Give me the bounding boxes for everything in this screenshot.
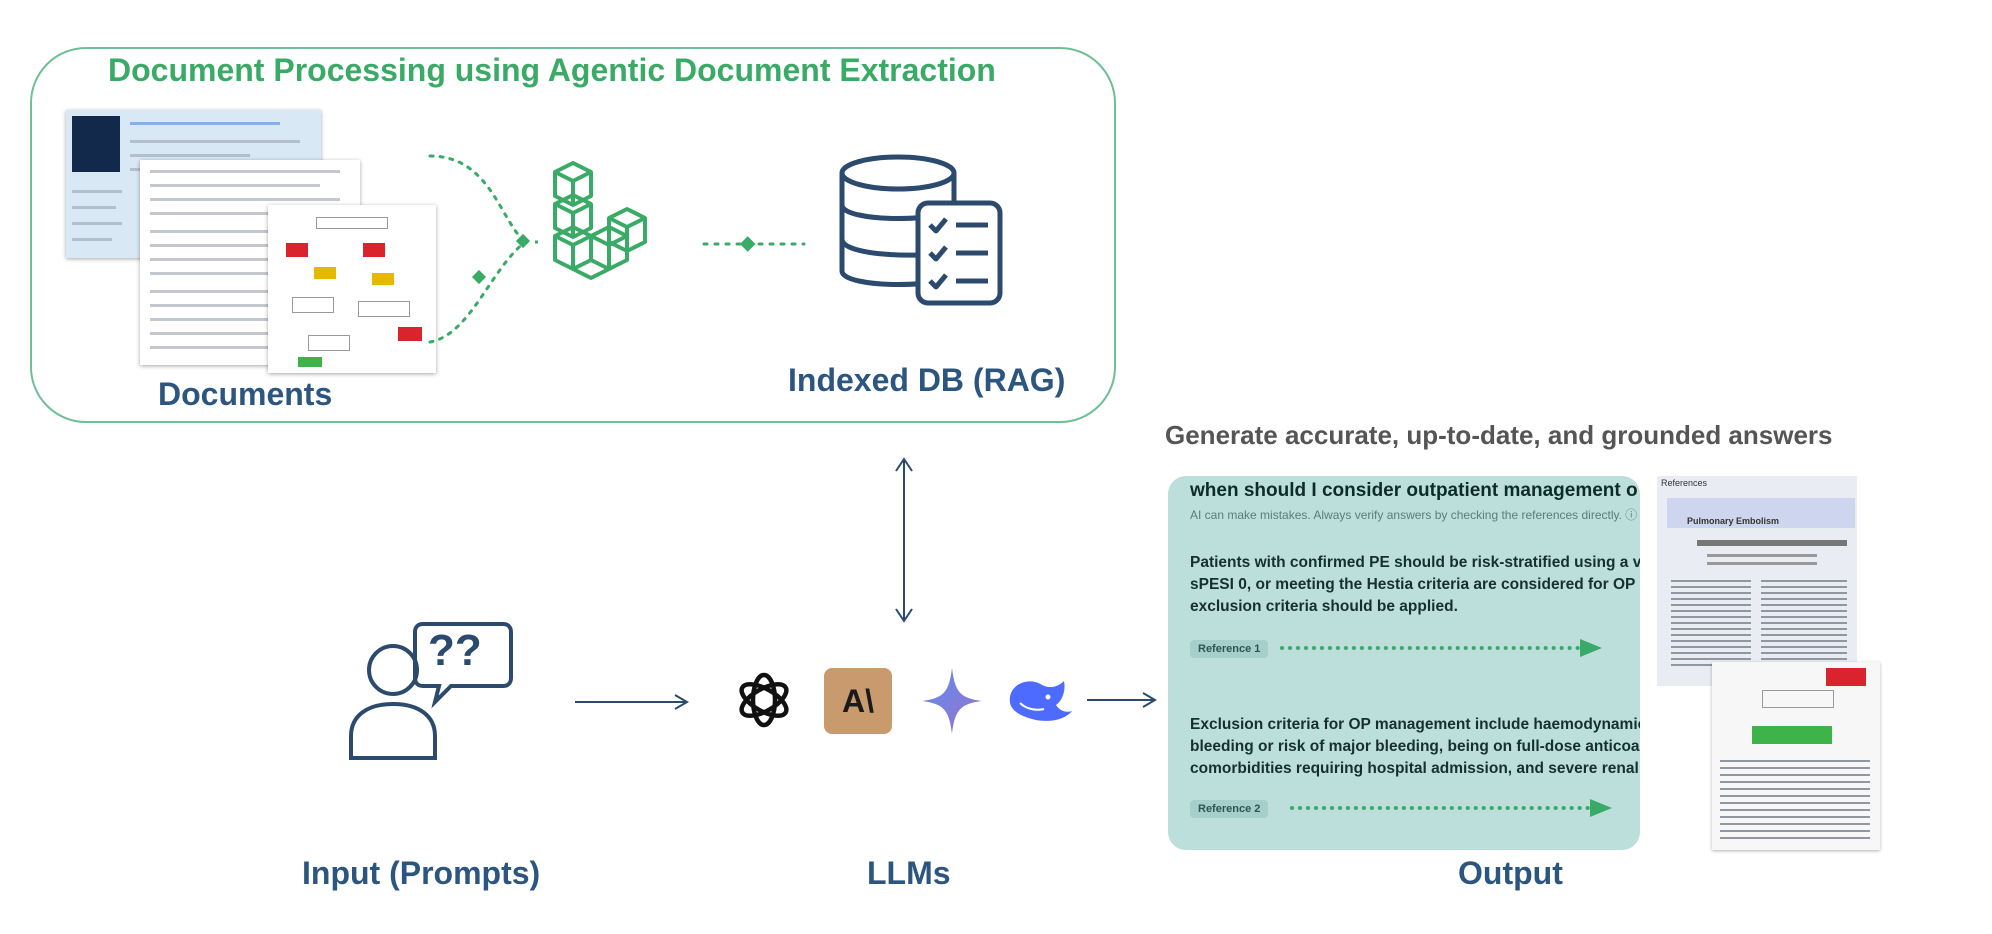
answer-2-line-1: Exclusion criteria for OP management inc… (1190, 716, 1640, 733)
chat-disclaimer: AI can make mistakes. Always verify answ… (1190, 508, 1638, 522)
references-panel: References Pulmonary Embolism (1657, 476, 1857, 686)
output-caption: Generate accurate, up-to-date, and groun… (1165, 420, 1833, 450)
chat-question: when should I consider outpatient manage… (1190, 480, 1638, 501)
user-question-icon (349, 622, 513, 760)
llms-label: LLMs (867, 855, 951, 891)
ade-title: Document Processing using Agentic Docume… (108, 52, 996, 88)
answer-2-line-2: bleeding or risk of major bleeding, bein… (1190, 738, 1640, 755)
reference-1-dotted-arrow (1280, 646, 1580, 650)
documents-label: Documents (158, 376, 333, 412)
answer-1-line-2: sPESI 0, or meeting the Hestia criteria … (1190, 576, 1640, 593)
reference-2-dotted-arrow (1290, 806, 1590, 810)
output-label: Output (1458, 855, 1563, 891)
chat-answer-panel: when should I consider outpatient manage… (1168, 476, 1640, 850)
question-marks: ?? (428, 626, 482, 675)
references-header: References (1661, 478, 1708, 488)
ade-to-db-connector (702, 236, 806, 252)
reference-1-arrowhead (1580, 639, 1602, 657)
docs-to-ade-connector (428, 154, 538, 344)
llm-to-output-arrow (1087, 692, 1157, 708)
ade-container (30, 47, 1116, 423)
reference-item-title: Pulmonary Embolism (1687, 516, 1780, 526)
reference-2-arrowhead (1590, 799, 1612, 817)
anthropic-logo-text: A\ (842, 683, 874, 719)
anthropic-icon: A\ (824, 668, 892, 734)
ade-cubes-icon (553, 161, 647, 280)
gemini-icon (922, 668, 982, 734)
reference-1-pill[interactable]: Reference 1 (1190, 640, 1269, 658)
deepseek-icon (1009, 681, 1072, 721)
input-prompts-label: Input (Prompts) (302, 855, 541, 891)
rag-llm-bidirectional-arrow (895, 457, 913, 623)
openai-icon (739, 672, 789, 728)
reference-2-pill[interactable]: Reference 2 (1190, 800, 1269, 818)
answer-1-line-1: Patients with confirmed PE should be ris… (1190, 554, 1640, 571)
input-to-llm-arrow (575, 694, 689, 710)
reference-flowchart-page (1712, 662, 1880, 850)
database-checklist-icon (839, 154, 1003, 306)
indexed-db-label: Indexed DB (RAG) (788, 362, 1066, 398)
document-page-flowchart (268, 205, 436, 373)
answer-2-line-3: comorbidities requiring hospital admissi… (1190, 760, 1640, 777)
answer-1-line-3: exclusion criteria should be applied. (1190, 598, 1458, 615)
